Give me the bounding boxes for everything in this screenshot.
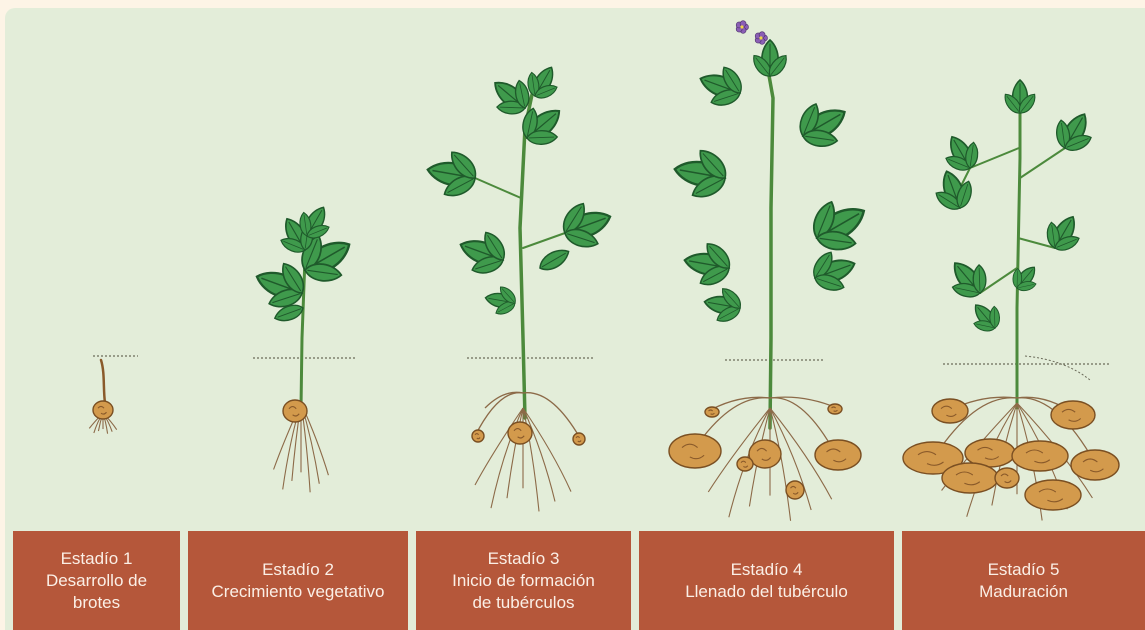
tuber-icon bbox=[508, 422, 532, 444]
tuber-icon bbox=[1025, 480, 1081, 510]
stage-4-description-line-1: Llenado del tubérculo bbox=[685, 581, 848, 603]
stage-1-title: Estadío 1 bbox=[61, 548, 133, 570]
tuber-icon bbox=[786, 481, 804, 499]
stage-2-description-line-1: Crecimiento vegetativo bbox=[212, 581, 385, 603]
stage-3-label: Estadío 3 Inicio de formación de tubércu… bbox=[416, 531, 631, 630]
tuber-icon bbox=[93, 401, 113, 419]
stage-1-description-line-2: brotes bbox=[73, 592, 120, 614]
tuber-icon bbox=[1051, 401, 1095, 429]
stolon-icon bbox=[485, 392, 523, 408]
tuber-icon bbox=[705, 407, 719, 417]
stage-4-label: Estadío 4 Llenado del tubérculo bbox=[639, 531, 894, 630]
stage-5-description-line-1: Maduración bbox=[979, 581, 1068, 603]
tuber-icon bbox=[1012, 441, 1068, 471]
stem-icon bbox=[475, 178, 521, 198]
stage-5-plant bbox=[903, 80, 1119, 521]
soil-line-icon bbox=[1025, 356, 1090, 380]
stage-2-plant bbox=[253, 204, 355, 493]
stem-icon bbox=[1017, 108, 1020, 408]
stage-3-description-line-1: Inicio de formación bbox=[452, 570, 595, 592]
flower-icon bbox=[736, 21, 748, 34]
tuber-icon bbox=[573, 433, 585, 445]
tuber-icon bbox=[932, 399, 968, 423]
tuber-icon bbox=[669, 434, 721, 468]
stage-1-plant bbox=[89, 360, 116, 434]
tuber-icon bbox=[737, 457, 753, 471]
stage-3-description-line-2: de tubérculos bbox=[472, 592, 574, 614]
stage-3-plant bbox=[426, 64, 614, 512]
tuber-icon bbox=[995, 468, 1019, 488]
stage-5-label: Estadío 5 Maduración bbox=[902, 531, 1145, 630]
tuber-icon bbox=[749, 440, 781, 468]
stage-5-title: Estadío 5 bbox=[988, 559, 1060, 581]
tuber-icon bbox=[472, 430, 484, 442]
potato-growth-stages-diagram: Estadío 1 Desarrollo de brotes Estadío 2… bbox=[5, 8, 1145, 630]
stage-4-title: Estadío 4 bbox=[731, 559, 803, 581]
tuber-icon bbox=[815, 440, 861, 470]
leaf-icon bbox=[536, 245, 572, 274]
stem-icon bbox=[765, 53, 773, 428]
stem-icon bbox=[523, 233, 565, 248]
stage-4-plant bbox=[669, 21, 870, 521]
flower-icon bbox=[755, 32, 767, 45]
stage-1-description-line-1: Desarrollo de bbox=[46, 570, 147, 592]
stem-icon bbox=[1020, 148, 1065, 178]
tuber-icon bbox=[283, 400, 307, 422]
tuber-icon bbox=[942, 463, 998, 493]
tuber-icon bbox=[828, 404, 842, 414]
stage-3-title: Estadío 3 bbox=[488, 548, 560, 570]
stage-1-label: Estadío 1 Desarrollo de brotes bbox=[13, 531, 180, 630]
stage-2-title: Estadío 2 bbox=[262, 559, 334, 581]
sprout-icon bbox=[101, 360, 105, 403]
tuber-icon bbox=[1071, 450, 1119, 480]
stage-2-label: Estadío 2 Crecimiento vegetativo bbox=[188, 531, 408, 630]
